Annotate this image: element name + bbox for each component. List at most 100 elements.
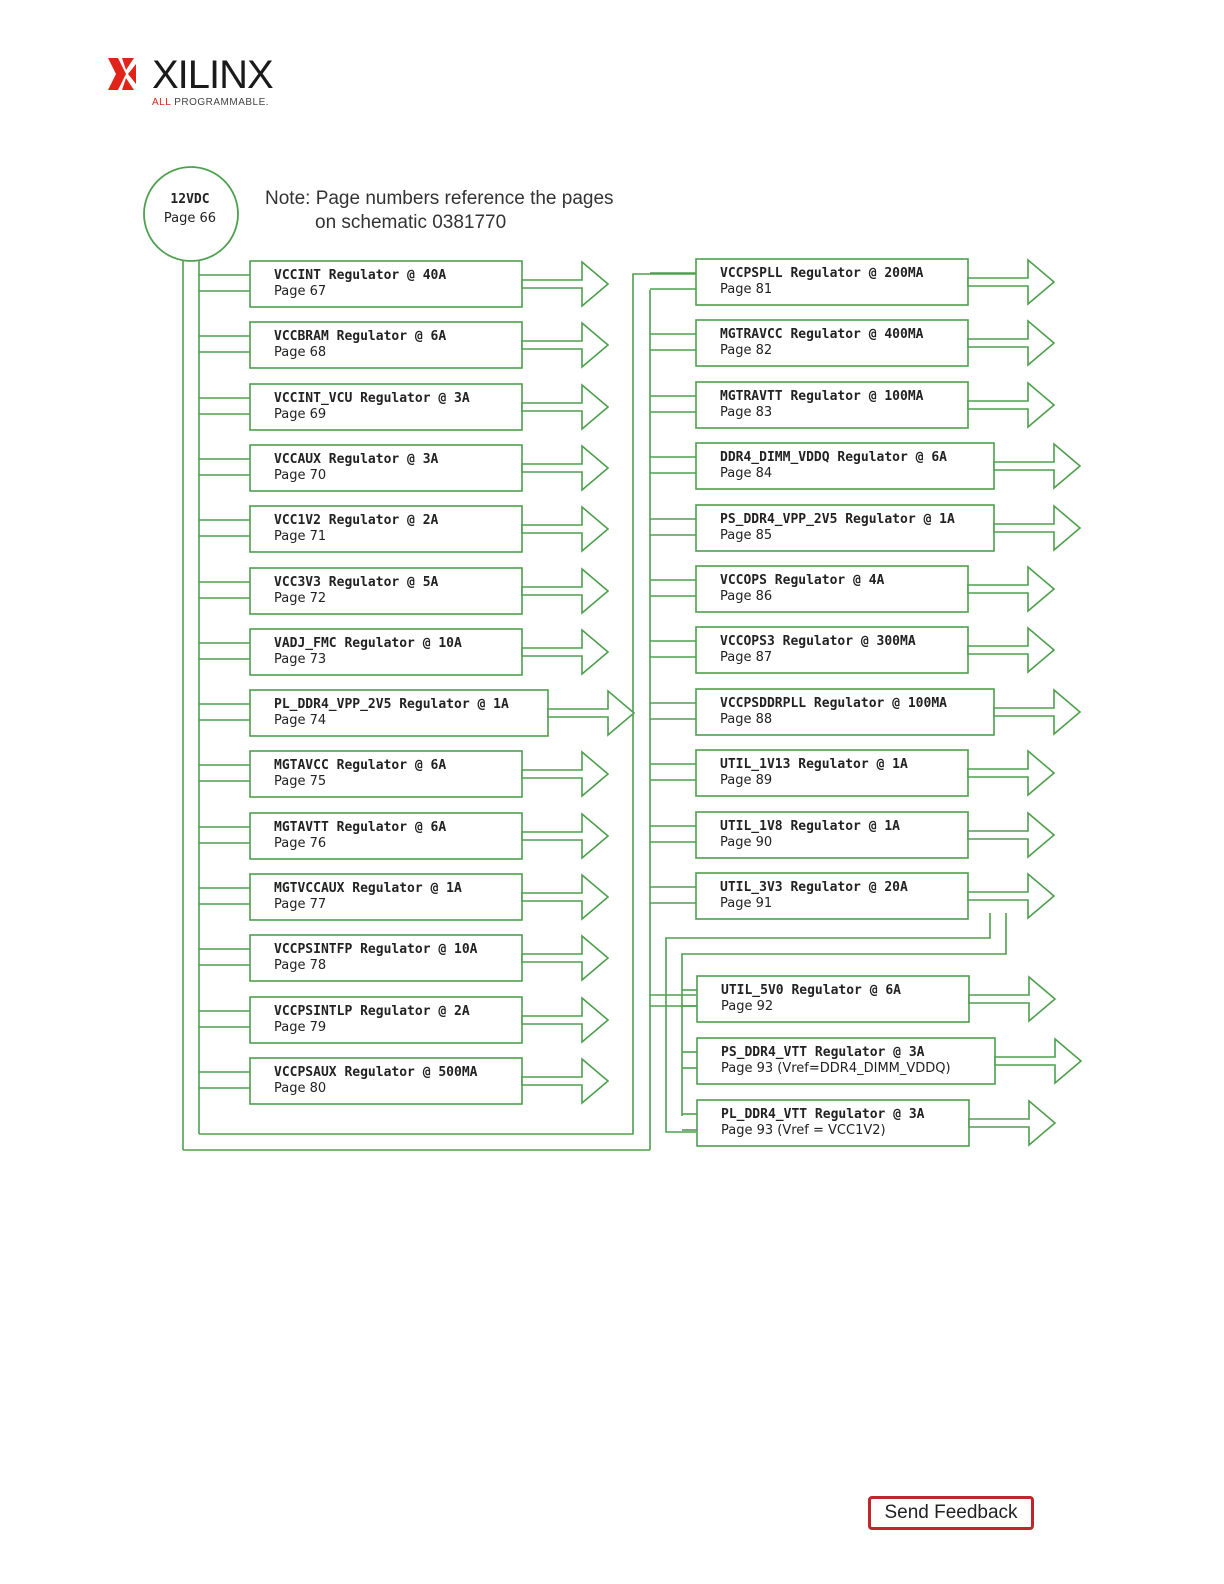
regulator-page: Page 85: [720, 528, 772, 543]
regulator-name: VCCOPS Regulator @ 4A: [720, 573, 885, 588]
note-line-2: on schematic 0381770: [315, 212, 506, 233]
output-arrow: [547, 689, 636, 737]
regulator-page: Page 76: [274, 836, 326, 851]
regulator-box-frame: [695, 258, 969, 306]
regulator-box-frame: [696, 975, 970, 1023]
output-arrow: [993, 688, 1082, 736]
regulator-name: MGTAVTT Regulator @ 6A: [274, 820, 446, 835]
regulator-name: MGTAVCC Regulator @ 6A: [274, 758, 446, 773]
regulator-page: Page 79: [274, 1020, 326, 1035]
output-arrow: [521, 628, 610, 676]
regulator-page: Page 70: [274, 468, 326, 483]
regulator-box-frame: [695, 872, 969, 920]
regulator-name: UTIL_1V13 Regulator @ 1A: [720, 757, 908, 772]
regulator-name: VCCPSDDRPLL Regulator @ 100MA: [720, 696, 947, 711]
output-arrow: [967, 626, 1056, 674]
output-arrow: [521, 321, 610, 369]
output-arrow: [521, 260, 610, 308]
output-arrow: [521, 567, 610, 615]
wires: [182, 258, 1007, 1151]
output-arrow: [968, 975, 1057, 1023]
output-arrow: [967, 381, 1056, 429]
regulator-name: VCCBRAM Regulator @ 6A: [274, 329, 446, 344]
regulator-page: Page 67: [274, 284, 326, 299]
regulator-name: VCCOPS3 Regulator @ 300MA: [720, 634, 916, 649]
source-page: Page 66: [164, 211, 216, 226]
regulator-page: Page 90: [720, 835, 772, 850]
output-arrow: [967, 749, 1056, 797]
regulator-box-frame: [695, 626, 969, 674]
regulator-page: Page 68: [274, 345, 326, 360]
regulator-page: Page 82: [720, 343, 772, 358]
output-arrow: [521, 996, 610, 1044]
regulator-page: Page 74: [274, 713, 326, 728]
regulator-box-frame: [249, 444, 523, 492]
regulator-box-frame: [695, 381, 969, 429]
source-label: 12VDC: [170, 192, 209, 207]
regulator-box-frame: [695, 749, 969, 797]
output-arrow: [968, 1099, 1057, 1147]
output-arrow: [521, 873, 610, 921]
output-arrow: [521, 812, 610, 860]
send-feedback-button[interactable]: Send Feedback: [868, 1496, 1034, 1530]
util3v3-output-bus-2: [681, 913, 1007, 1116]
regulator-box-frame: [696, 1099, 970, 1147]
regulator-box-frame: [695, 811, 969, 859]
regulator-box-frame: [695, 565, 969, 613]
output-arrow: [521, 505, 610, 553]
regulator-box-frame: [249, 260, 523, 308]
regulator-box-frame: [249, 996, 523, 1044]
output-arrow: [967, 258, 1056, 306]
regulator-page: Page 69: [274, 407, 326, 422]
output-arrow: [967, 319, 1056, 367]
regulator-box-frame: [249, 934, 523, 982]
regulator-name: VCCPSINTLP Regulator @ 2A: [274, 1004, 470, 1019]
output-arrow: [967, 872, 1056, 920]
regulator-page: Page 80: [274, 1081, 326, 1096]
regulator-box-frame: [249, 383, 523, 431]
regulator-page: Page 83: [720, 405, 772, 420]
regulator-name: VCC1V2 Regulator @ 2A: [274, 513, 439, 528]
regulator-page: Page 71: [274, 529, 326, 544]
regulator-page: Page 77: [274, 897, 326, 912]
xilinx-mark-icon: [108, 58, 136, 90]
output-arrow: [521, 383, 610, 431]
regulator-page: Page 84: [720, 466, 772, 481]
regulator-box-frame: [695, 319, 969, 367]
output-arrow: [994, 1037, 1083, 1085]
regulator-name: UTIL_1V8 Regulator @ 1A: [720, 819, 900, 834]
note-line-1: Note: Page numbers reference the pages: [265, 188, 614, 209]
regulator-name: MGTRAVCC Regulator @ 400MA: [720, 327, 924, 342]
regulator-name: UTIL_3V3 Regulator @ 20A: [720, 880, 908, 895]
regulator-page: Page 81: [720, 282, 772, 297]
regulator-name: VCCAUX Regulator @ 3A: [274, 452, 439, 467]
regulator-page: Page 78: [274, 958, 326, 973]
regulator-box-frame: [249, 689, 549, 737]
util3v3-output-bus: [665, 913, 991, 1133]
output-arrow: [521, 1057, 610, 1105]
regulator-page: Page 73: [274, 652, 326, 667]
regulator-name: MGTVCCAUX Regulator @ 1A: [274, 881, 462, 896]
regulator-page: Page 89: [720, 773, 772, 788]
regulator-page: Page 72: [274, 591, 326, 606]
regulator-name: PL_DDR4_VTT Regulator @ 3A: [721, 1107, 925, 1122]
output-arrow: [521, 750, 610, 798]
regulator-name: PS_DDR4_VTT Regulator @ 3A: [721, 1045, 925, 1060]
